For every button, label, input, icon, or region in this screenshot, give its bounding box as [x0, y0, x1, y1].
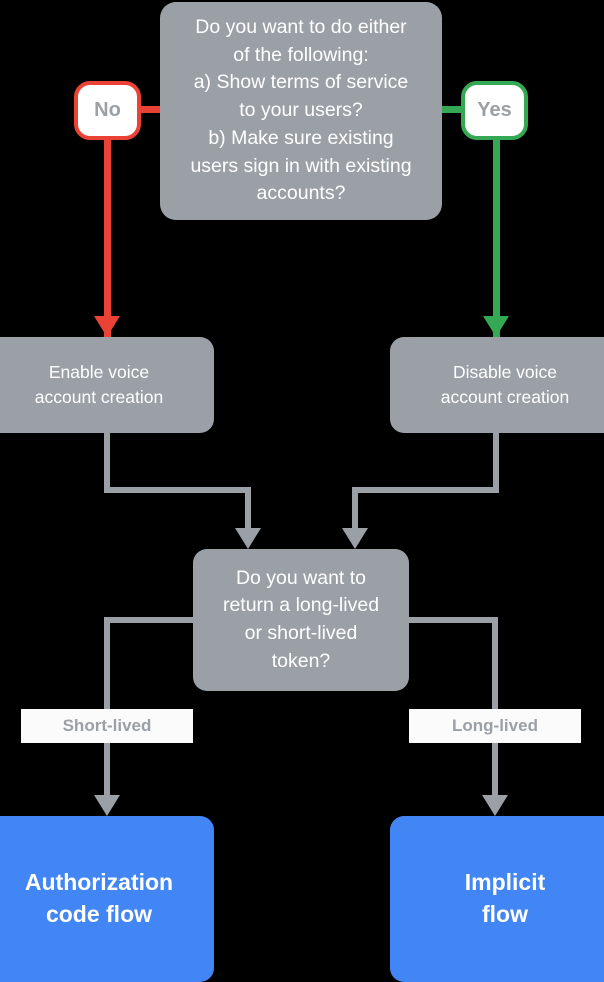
arrow-disable-to-decision-two	[342, 528, 368, 549]
arrow-yes-to-disable	[483, 316, 509, 337]
arrow-enable-to-decision-two	[235, 528, 261, 549]
connector-no-vertical	[104, 134, 111, 338]
branch-label-long-lived[interactable]: Long-lived	[409, 709, 581, 743]
connector-enable-right	[104, 487, 251, 493]
branch-label-short-lived[interactable]: Short-lived	[21, 709, 193, 743]
disable-box-text: Disable voice account creation	[440, 361, 570, 407]
connector-disable-down-1	[493, 430, 499, 492]
decision-two-text: Do you want to return a long-lived or sh…	[222, 566, 380, 672]
arrow-to-implicit-flow	[482, 795, 508, 816]
branch-label-no-text: No	[94, 99, 121, 121]
implicit-flow-text: Implicit flow	[464, 869, 546, 927]
branch-label-yes[interactable]: Yes	[461, 81, 528, 140]
connector-long-lived-horizontal	[403, 617, 498, 623]
connector-short-lived-horizontal	[104, 617, 199, 623]
branch-label-no[interactable]: No	[74, 81, 141, 140]
node-authorization-code-flow[interactable]: Authorization code flow	[0, 816, 214, 982]
enable-box-text: Enable voice account creation	[34, 361, 164, 407]
auth-flow-text: Authorization code flow	[24, 869, 174, 927]
connector-no-to-decision-horizontal	[137, 106, 164, 113]
branch-label-yes-text: Yes	[477, 99, 512, 121]
node-implicit-flow[interactable]: Implicit flow	[390, 816, 604, 982]
connector-yes-vertical	[493, 134, 500, 338]
node-disable-voice-account-creation[interactable]: Disable voice account creation	[390, 337, 604, 433]
connector-disable-left	[352, 487, 499, 493]
branch-label-long-lived-text: Long-lived	[452, 716, 538, 735]
connector-enable-down-1	[104, 430, 110, 492]
arrow-to-authorization-code-flow	[94, 795, 120, 816]
node-enable-voice-account-creation[interactable]: Enable voice account creation	[0, 337, 214, 433]
decision-one-text: Do you want to do either of the followin…	[190, 16, 412, 205]
branch-label-short-lived-text: Short-lived	[62, 716, 152, 735]
connector-yes-to-decision-horizontal	[438, 106, 465, 113]
decision-node-token-lifetime[interactable]: Do you want to return a long-lived or sh…	[193, 549, 409, 691]
connector-enable-down-2	[245, 487, 251, 532]
arrow-no-to-enable	[94, 316, 120, 337]
decision-node-terms-of-service[interactable]: Do you want to do either of the followin…	[160, 2, 442, 220]
connector-disable-down-2	[352, 487, 358, 532]
